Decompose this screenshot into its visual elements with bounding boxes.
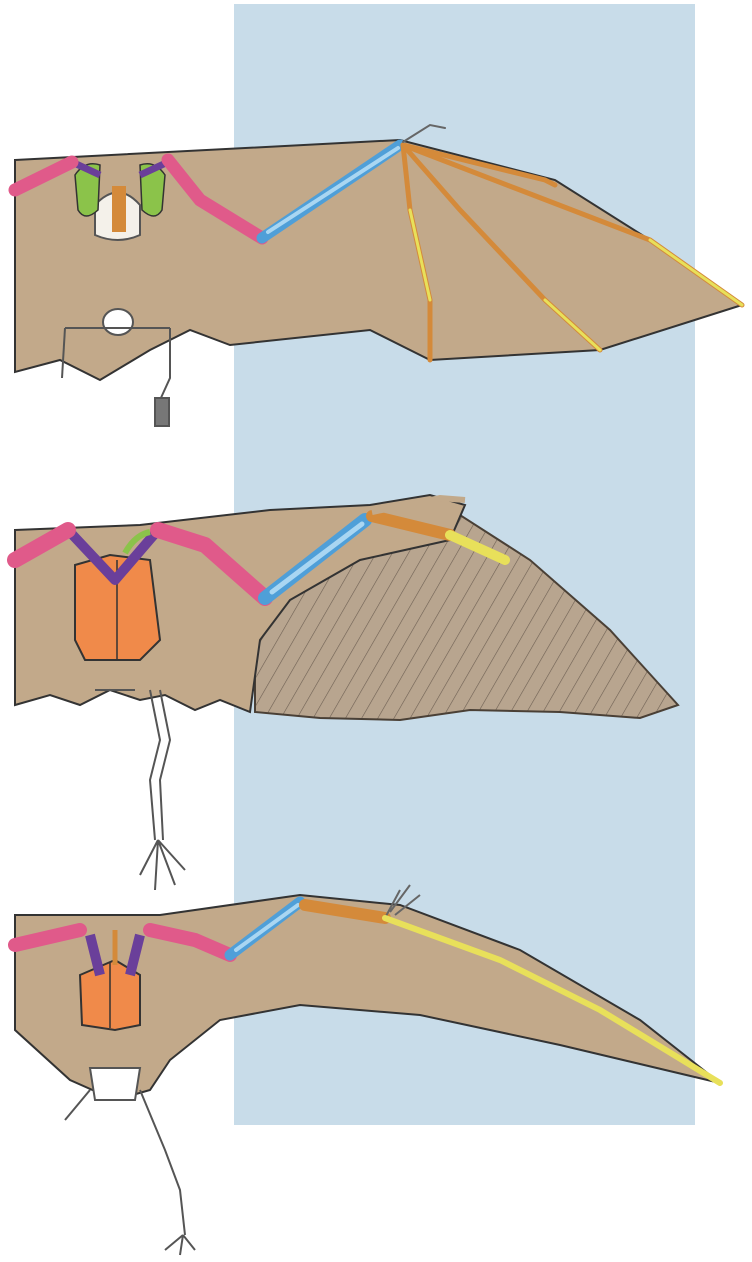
bat-wing	[15, 125, 742, 426]
bat-membrane	[15, 140, 742, 380]
bird-wing	[15, 495, 678, 890]
pterosaur-hindlimbs	[65, 1068, 195, 1255]
bird-hindlimbs	[95, 690, 185, 890]
pterosaur-wing	[15, 885, 720, 1255]
bat-sternum	[112, 186, 126, 232]
